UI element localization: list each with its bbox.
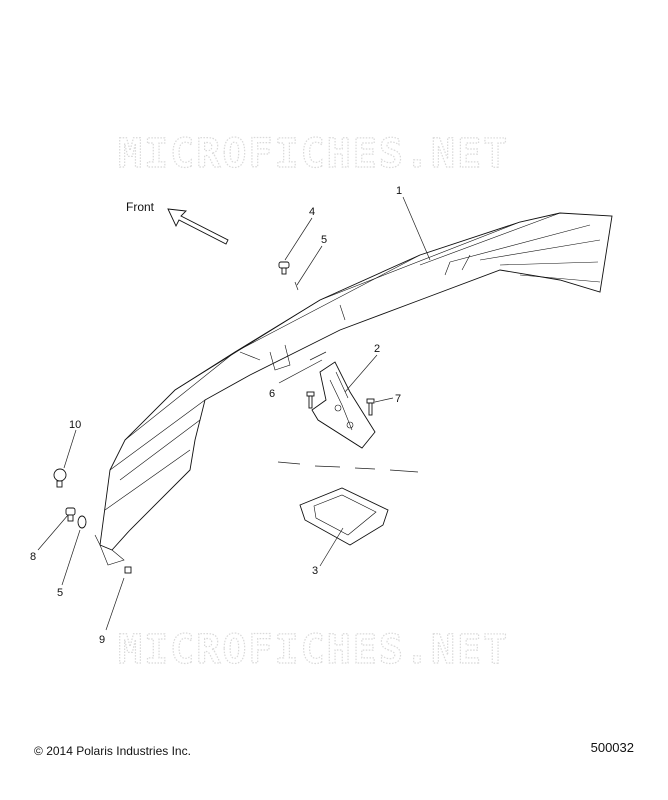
- screw-8-part: [65, 507, 76, 522]
- front-arrow-icon: [167, 208, 229, 245]
- callout-2: 2: [374, 343, 380, 355]
- fastener-10-part: [53, 468, 67, 488]
- copyright-symbol: ©: [34, 744, 43, 758]
- callout-8: 8: [30, 551, 36, 563]
- callout-1: 1: [396, 185, 402, 197]
- gasket-part: [299, 487, 389, 546]
- bolt-7-right-part: [366, 398, 375, 416]
- washer-5-top-part: [294, 281, 299, 291]
- main-panel-part: [94, 212, 613, 566]
- strip-6-part: [309, 351, 327, 361]
- callout-9: 9: [99, 634, 105, 646]
- callout-6: 6: [269, 388, 275, 400]
- watermark-bottom: MICROFICHES.NET: [118, 627, 509, 673]
- bolt-7-left-part: [306, 391, 315, 409]
- callout-3: 3: [312, 565, 318, 577]
- copyright-text: 2014 Polaris Industries Inc.: [46, 744, 191, 758]
- copyright-notice: © 2014 Polaris Industries Inc.: [34, 744, 191, 758]
- reference-line: [277, 461, 419, 473]
- watermark-top: MICROFICHES.NET: [118, 131, 509, 177]
- front-label: Front: [126, 200, 155, 214]
- callout-7: 7: [395, 393, 401, 405]
- washer-5-bottom-part: [77, 515, 87, 529]
- callout-10: 10: [69, 419, 81, 431]
- screw-4-part: [278, 261, 290, 275]
- callout-5-top: 5: [321, 234, 327, 246]
- callout-5-bottom: 5: [57, 587, 63, 599]
- bracket-part: [311, 361, 376, 449]
- diagram-id: 500032: [590, 740, 634, 755]
- callout-4: 4: [309, 206, 315, 218]
- screw-9-part: [124, 566, 132, 574]
